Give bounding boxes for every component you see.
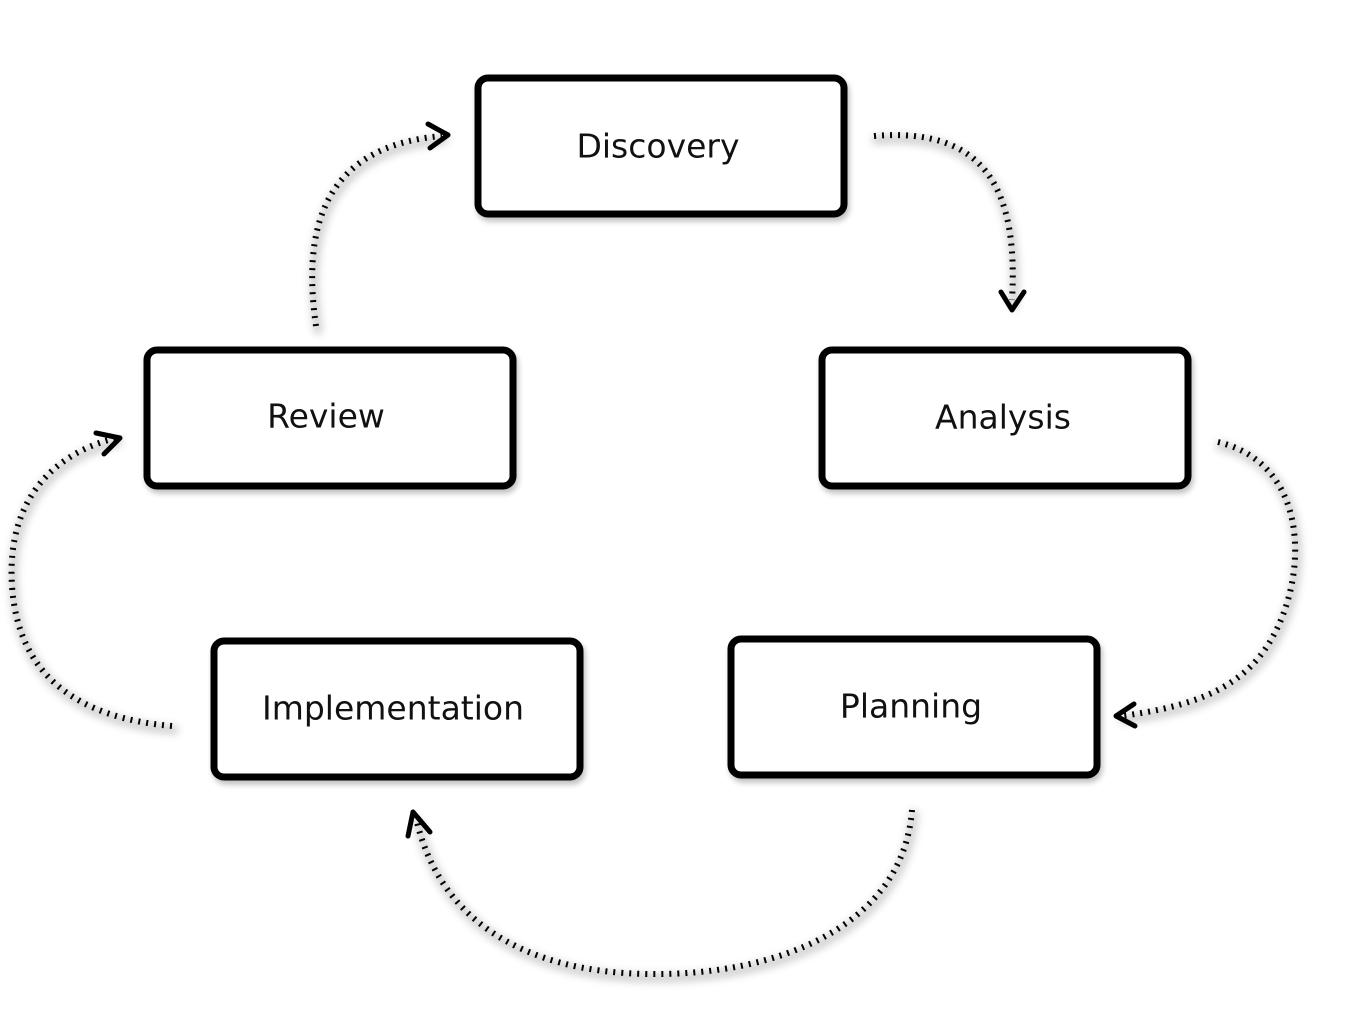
node-implementation: Implementation — [210, 637, 584, 781]
edge-implementation-to-review — [8, 430, 179, 735]
node-review: Review — [143, 346, 517, 490]
node-label: Analysis — [935, 398, 1071, 437]
arrowhead-icon — [405, 809, 433, 839]
arrowhead-icon — [998, 289, 1027, 313]
arrowhead-icon — [93, 430, 123, 457]
arrowhead-icon — [1113, 701, 1138, 729]
node-discovery: Discovery — [474, 74, 848, 218]
node-planning: Planning — [727, 635, 1101, 779]
edge-discovery-to-analysis — [871, 132, 1027, 313]
node-label: Review — [267, 397, 385, 436]
edge-analysis-to-planning — [1113, 439, 1302, 729]
arrowhead-icon — [425, 121, 451, 151]
node-analysis: Analysis — [818, 346, 1192, 490]
node-label: Planning — [840, 687, 982, 726]
edge-planning-to-implementation — [405, 809, 919, 983]
node-label: Discovery — [576, 127, 739, 166]
edge-review-to-discovery — [309, 121, 451, 335]
node-label: Implementation — [262, 689, 524, 728]
